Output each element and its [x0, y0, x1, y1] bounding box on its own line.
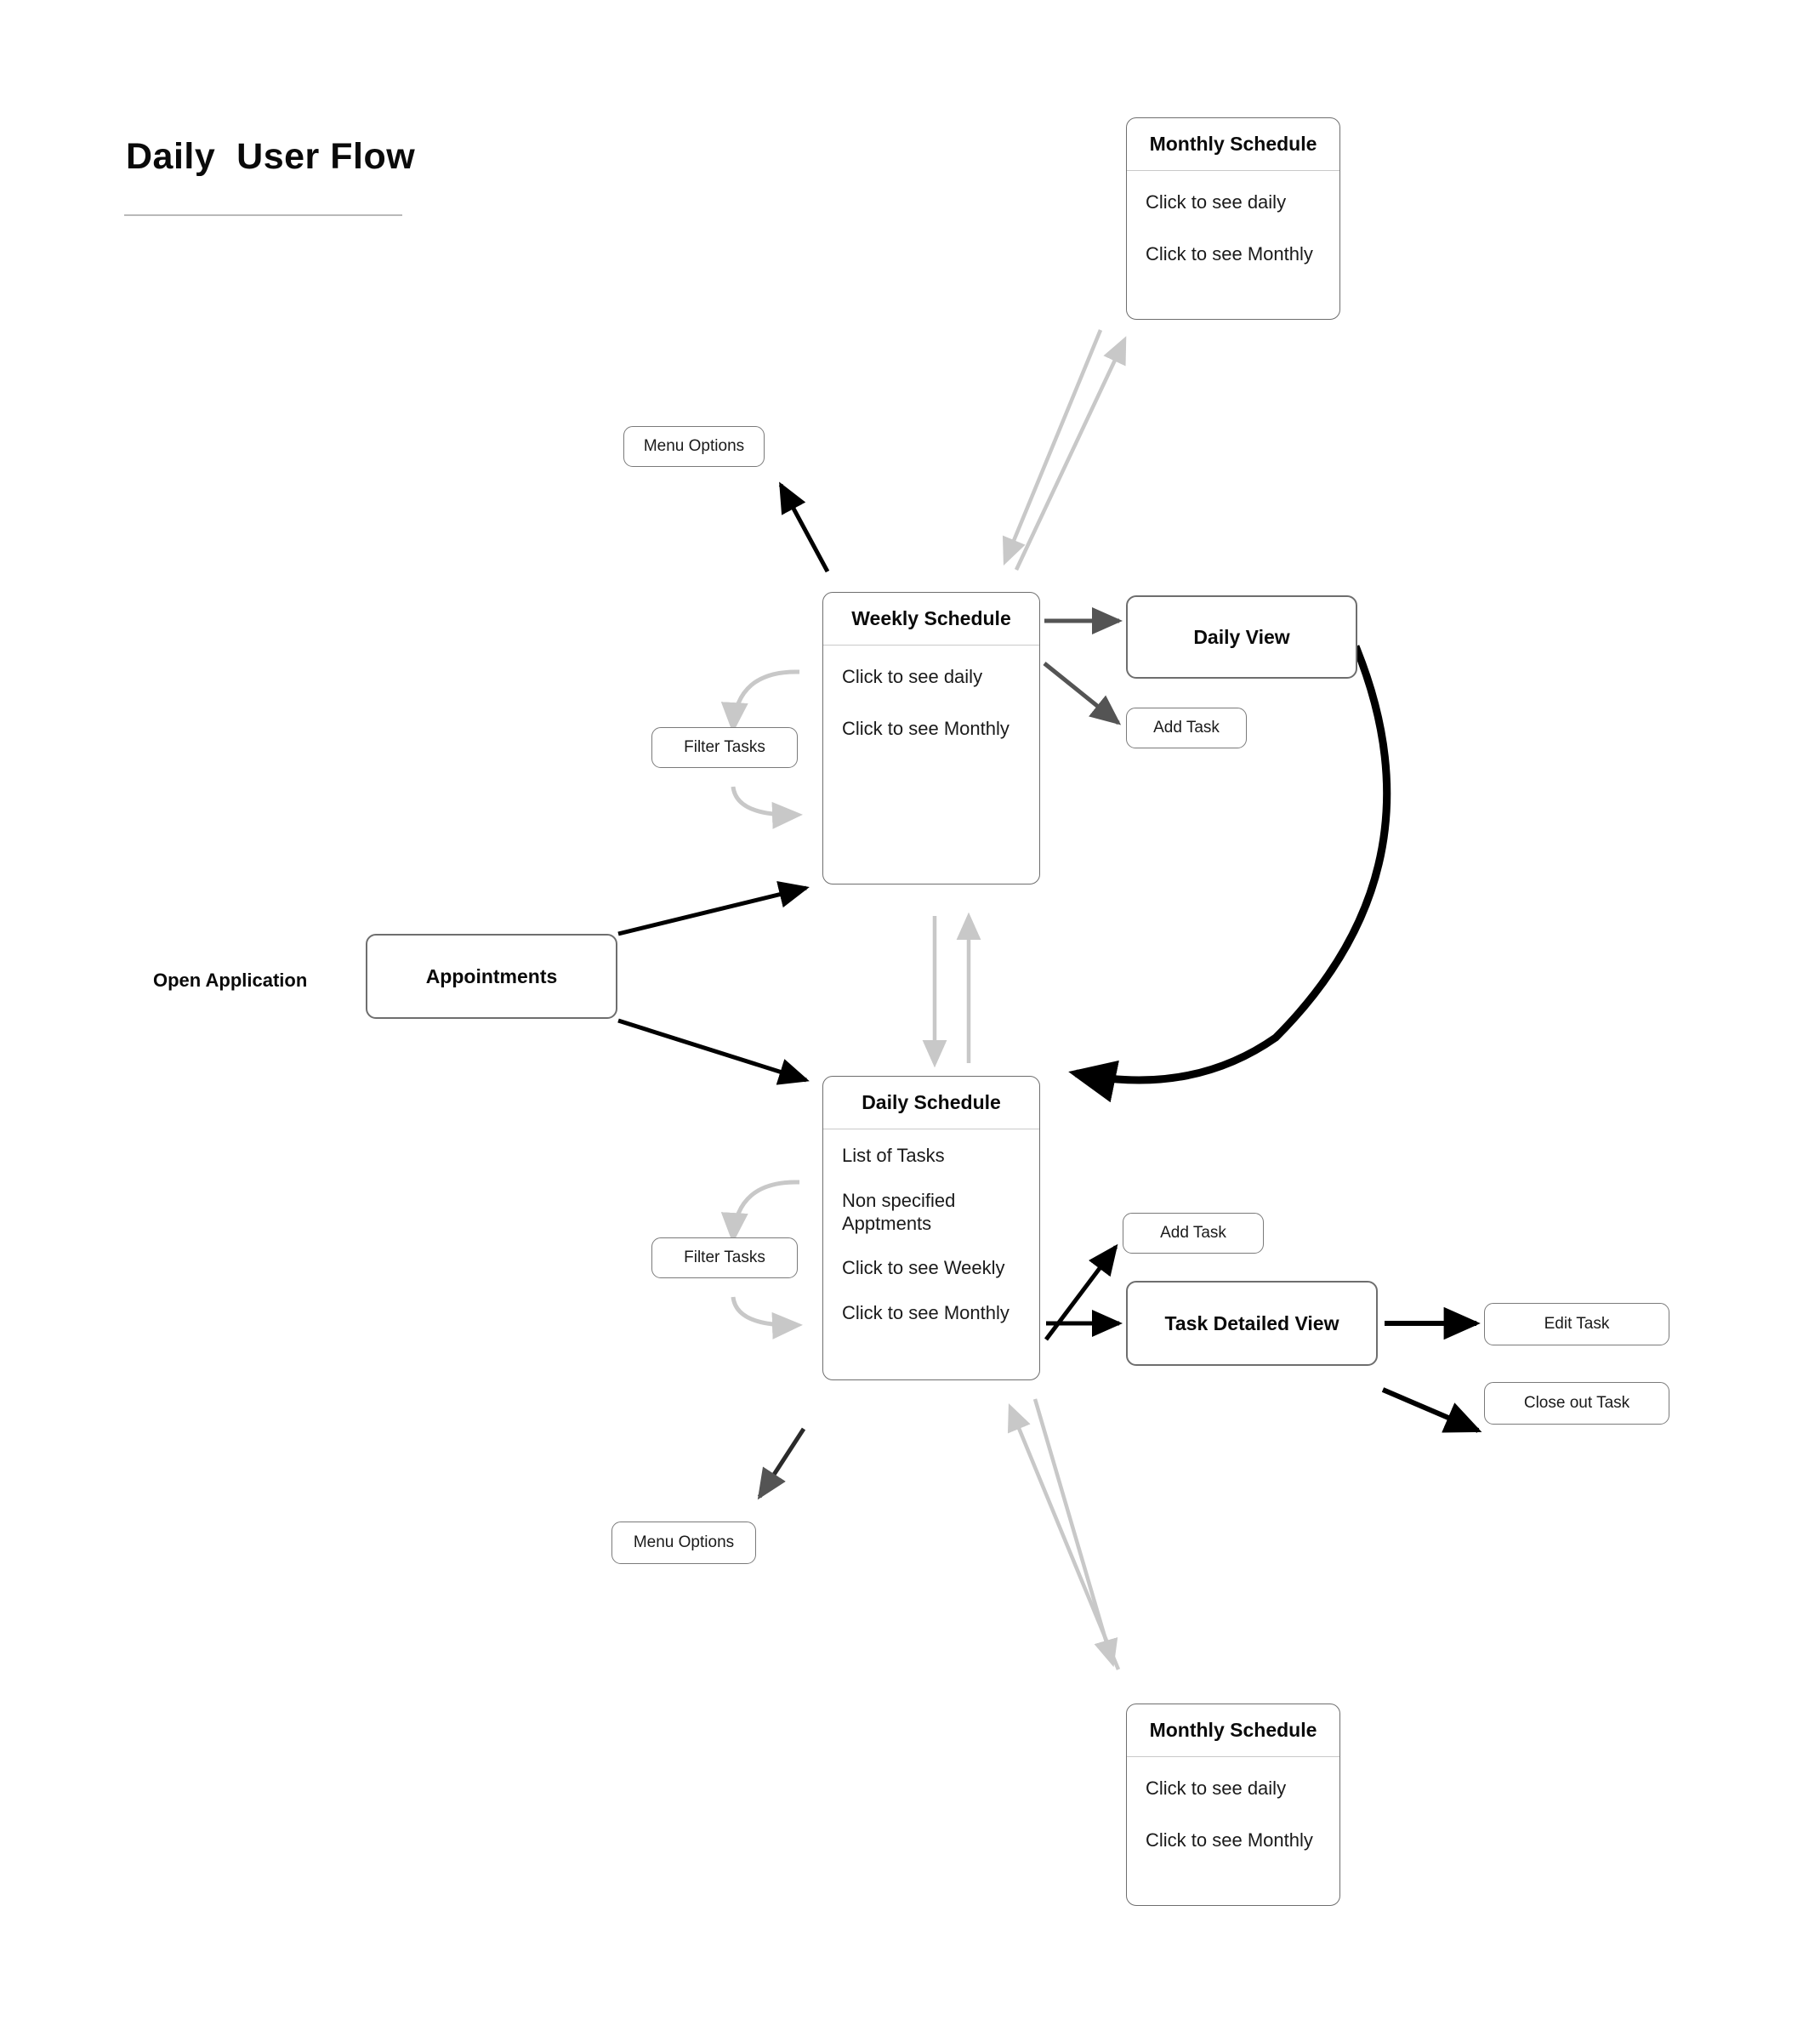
- card-line[interactable]: Non specified Apptments: [842, 1189, 956, 1234]
- card-monthly-schedule-top[interactable]: Monthly Schedule Click to see daily Clic…: [1126, 117, 1340, 320]
- arrow-monthly-to-weekly-down: [1002, 329, 1103, 566]
- card-title: Weekly Schedule: [823, 593, 1039, 646]
- arrow-weekly-to-menu-options: [778, 481, 830, 573]
- arrow-weekly-to-monthly-up: [1014, 336, 1127, 571]
- card-title: Monthly Schedule: [1127, 1704, 1339, 1757]
- node-appointments[interactable]: Appointments: [366, 934, 617, 1019]
- card-title: Monthly Schedule: [1127, 118, 1339, 171]
- card-body: Click to see daily Click to see Monthly: [1127, 1757, 1339, 1905]
- card-weekly-schedule[interactable]: Weekly Schedule Click to see daily Click…: [822, 592, 1040, 884]
- arrow-daily-to-monthly-bottom-down: [1032, 1398, 1118, 1668]
- card-line[interactable]: Click to see daily: [1146, 1778, 1287, 1799]
- card-daily-schedule[interactable]: Daily Schedule List of Tasks Non specifi…: [822, 1076, 1040, 1380]
- card-body: Click to see daily Click to see Monthly: [823, 646, 1039, 884]
- pill-filter-tasks-weekly[interactable]: Filter Tasks: [651, 727, 798, 768]
- arrow-appointments-to-daily: [617, 1018, 810, 1085]
- card-line[interactable]: Click to see Monthly: [1146, 242, 1313, 264]
- page-title: Daily User Flow: [126, 136, 416, 177]
- card-body: Click to see daily Click to see Monthly: [1127, 171, 1339, 319]
- pill-add-task-daily-schedule[interactable]: Add Task: [1123, 1213, 1264, 1254]
- card-line[interactable]: Click to see Weekly: [842, 1257, 1005, 1279]
- arrow-filter-tasks-to-weekly: [731, 786, 803, 829]
- arrow-weekly-to-filter-tasks: [720, 669, 800, 733]
- arrow-task-detailed-to-close-out-task: [1381, 1387, 1482, 1433]
- pill-close-out-task[interactable]: Close out Task: [1484, 1382, 1669, 1425]
- card-monthly-schedule-bottom[interactable]: Monthly Schedule Click to see daily Clic…: [1126, 1704, 1340, 1906]
- arrow-daily-to-filter-tasks: [720, 1180, 800, 1243]
- pill-edit-task[interactable]: Edit Task: [1484, 1303, 1669, 1345]
- open-application-label: Open Application: [153, 970, 308, 991]
- arrow-appointments-to-weekly: [617, 881, 810, 936]
- arrow-daily-to-add-task: [1044, 1243, 1118, 1341]
- title-underline: [124, 214, 402, 216]
- pill-add-task-daily-view[interactable]: Add Task: [1126, 708, 1247, 748]
- card-line[interactable]: Click to see Monthly: [842, 1302, 1010, 1324]
- card-line[interactable]: Click to see Monthly: [1146, 1829, 1313, 1851]
- arrow-monthly-bottom-to-daily-up: [1007, 1403, 1121, 1670]
- pill-menu-options-bottom[interactable]: Menu Options: [611, 1522, 756, 1564]
- pill-filter-tasks-daily[interactable]: Filter Tasks: [651, 1237, 798, 1278]
- card-title: Daily Schedule: [823, 1077, 1039, 1129]
- arrow-daily-to-menu-options: [757, 1427, 806, 1500]
- arrow-filter-tasks-to-daily: [731, 1296, 803, 1340]
- node-task-detailed-view[interactable]: Task Detailed View: [1126, 1281, 1378, 1366]
- card-line[interactable]: Click to see daily: [1146, 191, 1287, 213]
- pill-menu-options-top[interactable]: Menu Options: [623, 426, 765, 467]
- card-line[interactable]: List of Tasks: [842, 1145, 945, 1166]
- node-daily-view[interactable]: Daily View: [1126, 595, 1357, 679]
- arrow-weekly-to-add-task: [1043, 662, 1122, 725]
- card-line[interactable]: Click to see daily: [842, 666, 983, 687]
- card-line[interactable]: Click to see Monthly: [842, 717, 1010, 739]
- card-body: List of Tasks Non specified Apptments Cl…: [823, 1129, 1039, 1379]
